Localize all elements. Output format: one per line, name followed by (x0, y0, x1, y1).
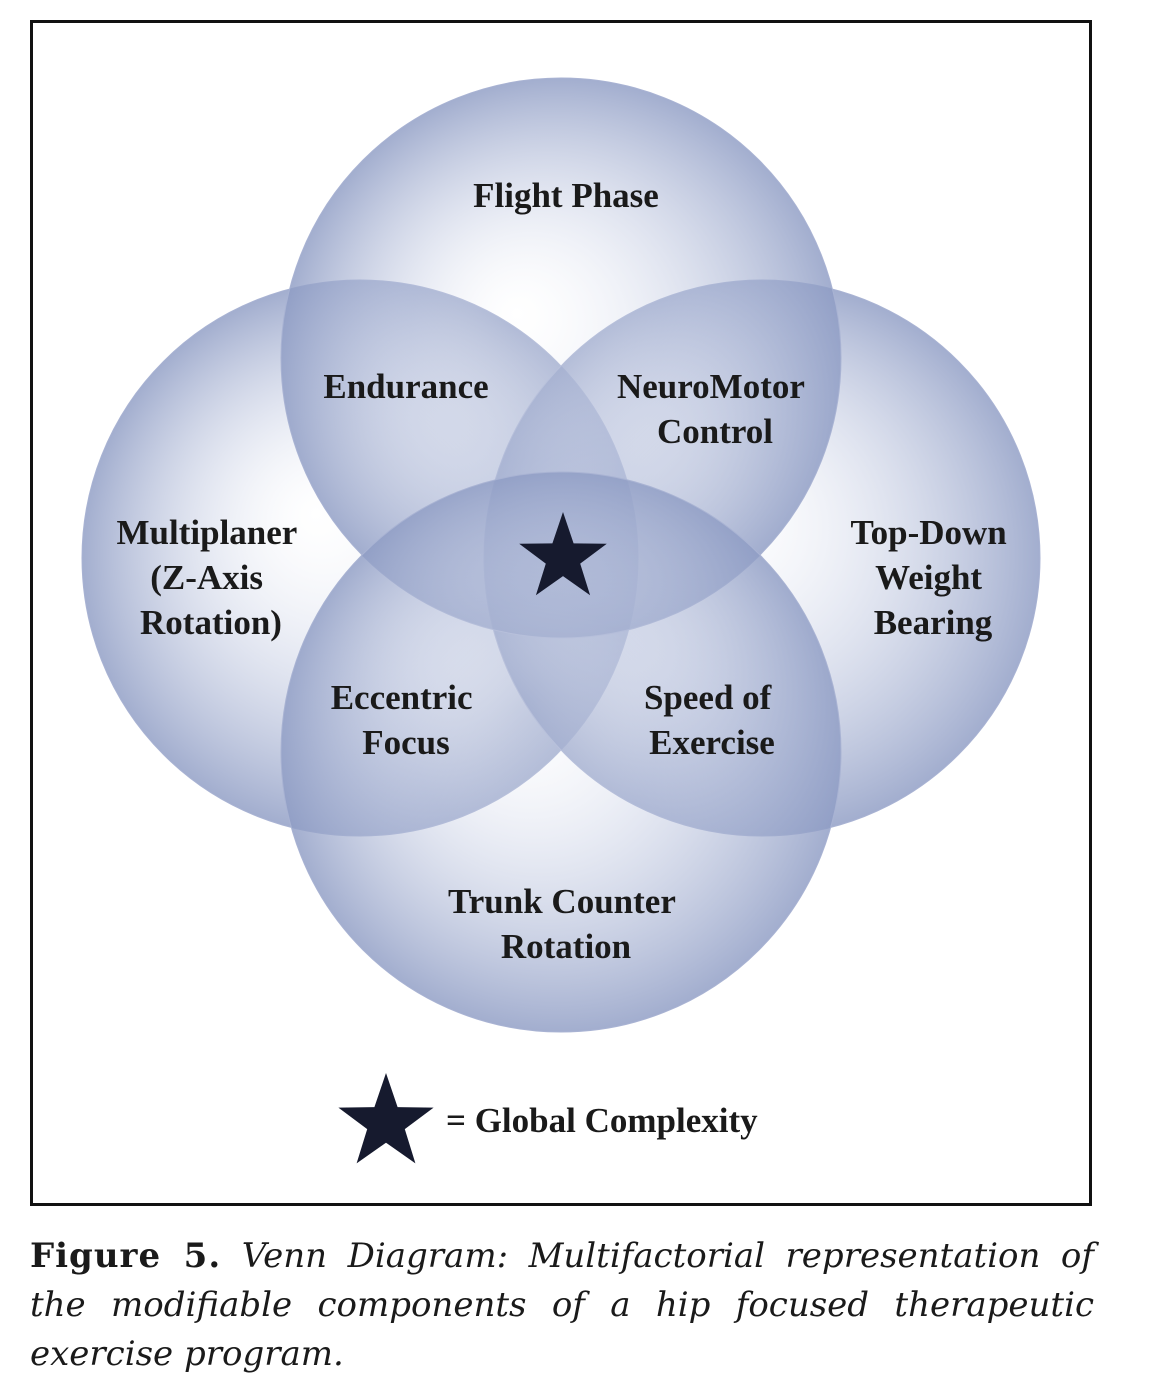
legend-text: = Global Complexity (446, 1101, 758, 1140)
overlap-label-bottom-left: Eccentric Focus (331, 678, 482, 762)
legend: = Global Complexity (338, 1073, 758, 1164)
overlap-label-bottom-right-line: Exercise (649, 723, 775, 762)
circle-label-right-line: Weight (875, 558, 982, 597)
star-icon (338, 1073, 434, 1164)
star-icon (519, 512, 607, 596)
caption-label: Figure 5. (30, 1236, 222, 1276)
circle-label-left-line: Rotation) (140, 603, 282, 642)
circle-label-left-line: Multiplaner (117, 513, 297, 552)
caption-text: Venn Diagram: Multifactorial representat… (30, 1236, 1094, 1374)
figure-caption: Figure 5. Venn Diagram: Multifactorial r… (30, 1232, 1094, 1379)
circle-label-right: Top-Down Weight Bearing (850, 513, 1015, 642)
overlap-label-bottom-right: Speed of Exercise (644, 678, 780, 762)
overlap-label-top-right-line: Control (657, 412, 773, 451)
circle-label-left-line: (Z-Axis (150, 558, 263, 597)
circle-bottom (280, 471, 842, 1033)
circle-label-bottom: Trunk Counter Rotation (448, 882, 684, 966)
circle-label-right-line: Top-Down (850, 513, 1006, 552)
circle-label-left: Multiplaner (Z-Axis Rotation) (117, 513, 306, 642)
circle-label-bottom-line: Rotation (501, 927, 631, 966)
circle-label-right-line: Bearing (874, 603, 993, 642)
circle-label-top: Flight Phase (473, 176, 659, 215)
venn-diagram: Flight Phase Multiplaner (Z-Axis Rotatio… (81, 77, 1041, 1164)
overlap-label-bottom-right-line: Speed of (644, 678, 772, 717)
overlap-label-top-left: Endurance (323, 367, 488, 406)
overlap-label-bottom-left-line: Focus (362, 723, 450, 762)
figure-frame (30, 20, 1092, 1206)
circle-label-top-line: Flight Phase (473, 176, 659, 215)
overlap-label-top-left-line: Endurance (323, 367, 488, 406)
overlap-label-top-right: NeuroMotor Control (617, 367, 813, 451)
overlap-label-bottom-left-line: Eccentric (331, 678, 473, 717)
circle-label-bottom-line: Trunk Counter (448, 882, 675, 921)
overlap-label-top-right-line: NeuroMotor (617, 367, 804, 406)
